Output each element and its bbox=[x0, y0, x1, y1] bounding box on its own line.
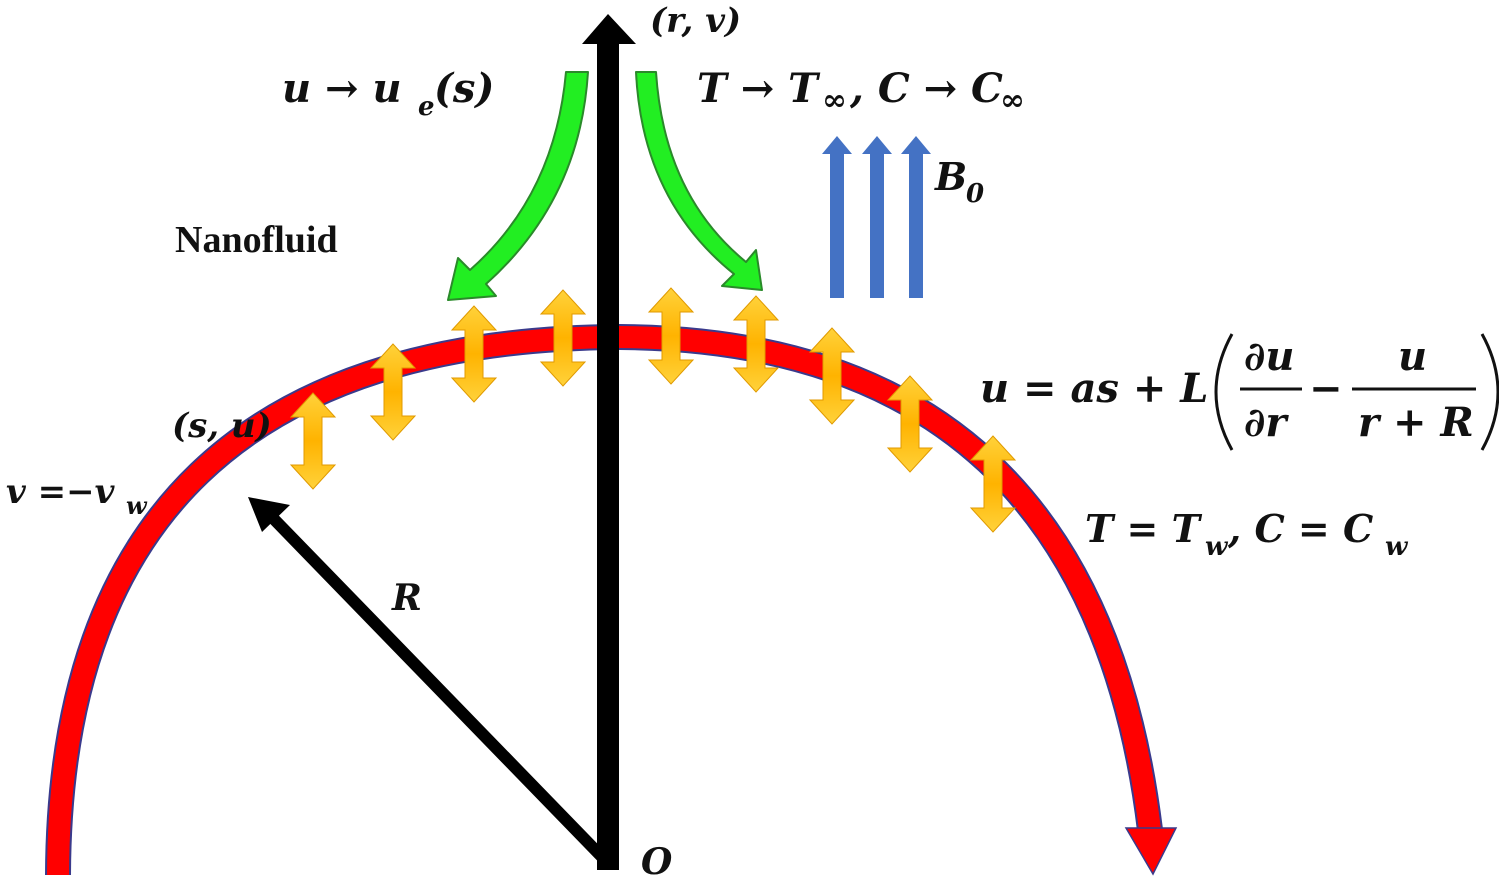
svg-text:B: B bbox=[934, 154, 967, 199]
magnetic-field-label: B 0 bbox=[934, 154, 984, 209]
svg-text:∞: ∞ bbox=[822, 83, 847, 118]
svg-text:−: − bbox=[1309, 365, 1343, 412]
vertical-axis bbox=[597, 40, 619, 870]
far-velocity-condition: u → u e (s) bbox=[282, 65, 494, 122]
svg-text:r + R: r + R bbox=[1358, 399, 1474, 446]
field-arrow-icon bbox=[901, 136, 931, 298]
svg-text:∂r: ∂r bbox=[1244, 399, 1289, 446]
svg-text:(s): (s) bbox=[434, 65, 494, 112]
axis-label: (r, v) bbox=[650, 1, 741, 41]
svg-text:, C = C: , C = C bbox=[1227, 506, 1373, 551]
svg-text:v =−v: v =−v bbox=[6, 472, 116, 512]
far-field-condition: T → T ∞ , C → C ∞ bbox=[697, 65, 1025, 118]
svg-text:w: w bbox=[1385, 532, 1409, 562]
svg-text:u: u bbox=[1398, 333, 1427, 380]
origin-label: O bbox=[641, 841, 673, 883]
inflow-left-arrow-icon bbox=[447, 71, 589, 301]
svg-text:∞: ∞ bbox=[1000, 83, 1025, 118]
inflow-arrows bbox=[447, 71, 763, 301]
nanoparticle-arrows bbox=[290, 287, 1016, 533]
slip-condition-equation: u = as + L ∂u ∂r − u r + R bbox=[980, 333, 1499, 451]
svg-text:T = T: T = T bbox=[1085, 506, 1203, 551]
axis-arrowhead-icon bbox=[582, 14, 636, 44]
radius-arrowhead-icon bbox=[248, 497, 290, 532]
fluid-label: Nanofluid bbox=[175, 219, 338, 261]
svg-text:u = as + L: u = as + L bbox=[980, 365, 1208, 412]
radius-label: R bbox=[391, 577, 422, 619]
svg-text:0: 0 bbox=[966, 179, 984, 209]
svg-text:∂u: ∂u bbox=[1244, 333, 1294, 380]
suction-condition: v =−v w bbox=[6, 472, 148, 520]
svg-text:u → u: u → u bbox=[282, 65, 402, 112]
field-arrow-icon bbox=[862, 136, 892, 298]
inflow-right-arrow-icon bbox=[635, 71, 763, 291]
radius-arrow bbox=[263, 508, 608, 863]
svg-text:w: w bbox=[1205, 532, 1229, 562]
wall-condition: T = T w , C = C w bbox=[1085, 506, 1409, 562]
surface-arrowhead-icon bbox=[1124, 827, 1178, 876]
svg-text:T → T: T → T bbox=[697, 65, 821, 112]
surface-coords-label: (s, u) bbox=[172, 406, 272, 446]
svg-text:e: e bbox=[418, 92, 435, 122]
svg-text:w: w bbox=[126, 491, 148, 520]
field-arrow-icon bbox=[822, 136, 852, 298]
magnetic-field-arrows bbox=[822, 136, 931, 298]
svg-text:, C → C: , C → C bbox=[849, 65, 1003, 112]
